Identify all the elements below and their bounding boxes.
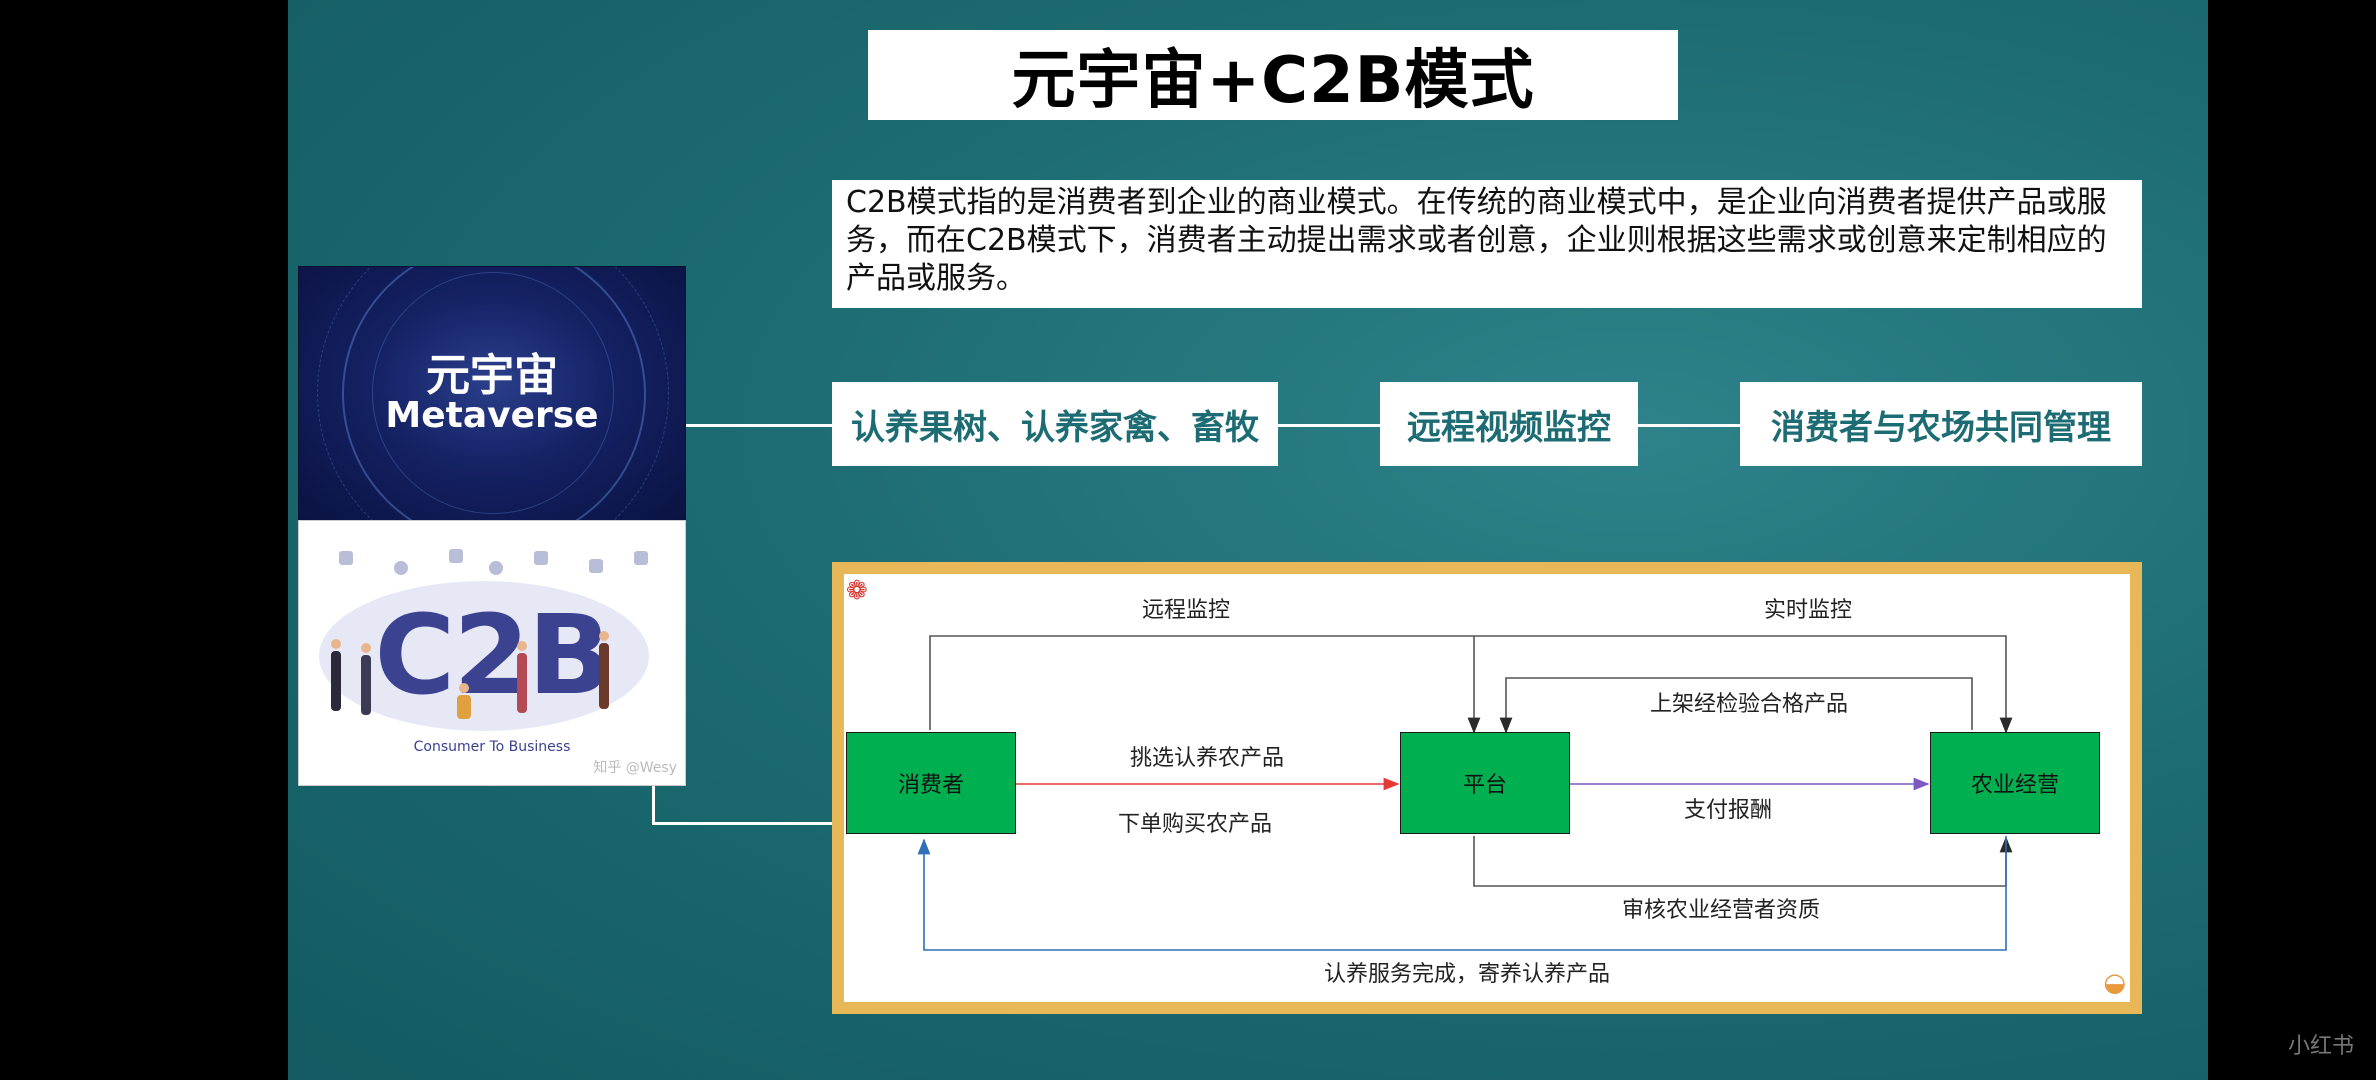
building-icon xyxy=(449,549,463,563)
title-box: 元宇宙+C2B模式 xyxy=(868,30,1678,120)
flowchart: 消费者 平台 农业经营 远程监控 实时监控 上架经检验合格产品 挑选认养农产品 … xyxy=(844,574,2130,1002)
node-label: 平台 xyxy=(1462,773,1507,798)
node-platform: 平台 xyxy=(1400,732,1570,834)
person-figure xyxy=(457,695,471,719)
metaverse-zh-label: 元宇宙 xyxy=(426,350,558,401)
connector-line xyxy=(686,424,832,427)
node-consumer: 消费者 xyxy=(846,732,1016,834)
connector-line xyxy=(652,822,832,825)
person-figure xyxy=(361,655,371,715)
person-head xyxy=(517,641,527,651)
label-complete: 认养服务完成，寄养认养产品 xyxy=(1324,962,1611,987)
edge-monitor-bar xyxy=(929,635,2013,734)
cloud-icon xyxy=(534,551,548,565)
edge-complete xyxy=(917,836,2007,951)
node-label: 农业经营 xyxy=(1970,773,2059,798)
app-watermark: 小红书 xyxy=(2287,1034,2354,1059)
lantern-icon: ❁ xyxy=(846,576,868,606)
label-list-products: 上架经检验合格产品 xyxy=(1650,692,1849,717)
c2b-background-blob xyxy=(319,581,649,731)
description-text: C2B模式指的是消费者到企业的商业模式。在传统的商业模式中，是企业向消费者提供产… xyxy=(846,185,2107,296)
slide: 元宇宙+C2B模式 C2B模式指的是消费者到企业的商业模式。在传统的商业模式中，… xyxy=(288,0,2208,1080)
label-choose-products: 挑选认养农产品 xyxy=(1130,746,1285,771)
edge-list-products xyxy=(1499,677,1973,734)
person-head xyxy=(599,631,609,641)
label-pay: 支付报酬 xyxy=(1684,798,1773,823)
label-audit: 审核农业经营者资质 xyxy=(1622,898,1821,923)
pie-icon xyxy=(394,561,408,575)
step-remote-video: 远程视频监控 xyxy=(1380,382,1638,466)
edge-audit xyxy=(1473,836,2013,887)
document-icon xyxy=(634,551,648,565)
step-co-manage: 消费者与农场共同管理 xyxy=(1740,382,2142,466)
slide-title: 元宇宙+C2B模式 xyxy=(1011,44,1535,118)
connector-line xyxy=(1278,424,1380,427)
label-remote-monitor: 远程监控 xyxy=(1142,598,1231,623)
step-adopt: 认养果树、认养家禽、畜牧 xyxy=(832,382,1278,466)
cart-icon xyxy=(589,559,603,573)
ring-decoration xyxy=(372,272,614,514)
person-figure xyxy=(517,653,527,713)
flowchart-edges xyxy=(917,635,2013,951)
step-label: 认养果树、认养家禽、畜牧 xyxy=(851,407,1259,448)
connector-line xyxy=(652,786,655,824)
step-label: 消费者与农场共同管理 xyxy=(1771,407,2111,448)
image-watermark: 知乎 @Wesy xyxy=(593,760,677,776)
ring-decoration xyxy=(342,267,646,521)
person-figure xyxy=(331,651,341,711)
ring-decoration xyxy=(317,267,669,521)
coin-icon xyxy=(489,561,503,575)
person-head xyxy=(459,683,469,693)
label-order-products: 下单购买农产品 xyxy=(1118,812,1273,837)
flowchart-frame: 消费者 平台 农业经营 远程监控 实时监控 上架经检验合格产品 挑选认养农产品 … xyxy=(832,562,2142,1014)
c2b-logo-text: C2B xyxy=(374,591,611,719)
node-farm: 农业经营 xyxy=(1930,732,2100,834)
person-head xyxy=(331,639,341,649)
description-box: C2B模式指的是消费者到企业的商业模式。在传统的商业模式中，是企业向消费者提供产… xyxy=(832,180,2142,308)
node-label: 消费者 xyxy=(897,773,964,798)
bowl-icon: ◒ xyxy=(2103,968,2126,998)
connector-line xyxy=(1638,424,1740,427)
step-label: 远程视频监控 xyxy=(1407,407,1611,448)
c2b-subtitle: Consumer To Business xyxy=(413,739,571,755)
metaverse-image: 元宇宙 Metaverse xyxy=(298,266,686,522)
person-figure xyxy=(599,643,609,709)
c2b-image: C2B Consumer To Business 知乎 @Wesy xyxy=(298,520,686,786)
label-realtime-monitor: 实时监控 xyxy=(1764,598,1853,623)
metaverse-en-label: Metaverse xyxy=(385,395,599,436)
person-head xyxy=(361,643,371,653)
chart-icon xyxy=(339,551,353,565)
